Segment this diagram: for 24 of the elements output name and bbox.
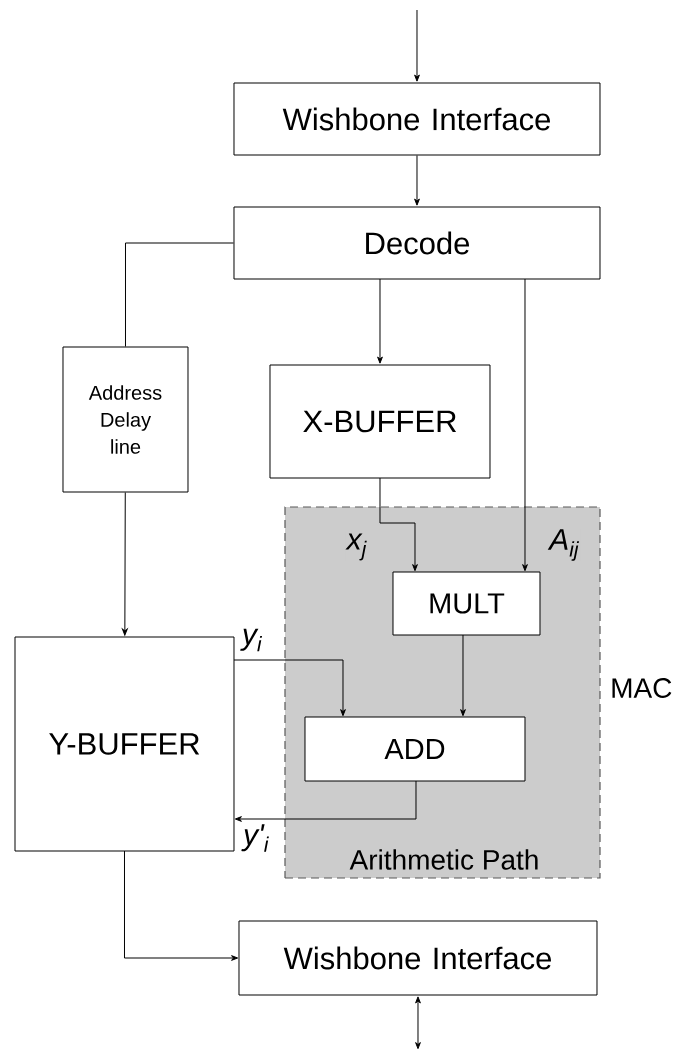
arrow: [233, 659, 346, 717]
arrow: [414, 9, 420, 82]
arrow: [379, 477, 418, 572]
edge-label: y$_{i}$: [240, 628, 263, 652]
region-title: Arithmetic Path: [349, 849, 538, 870]
edge-label: x$_{j}$: [345, 533, 367, 561]
arrow: [124, 850, 239, 961]
arrow: [414, 155, 420, 206]
arrow: [522, 278, 528, 572]
decode-box: Decode: [233, 206, 601, 280]
multiplier-box: MULT: [392, 571, 541, 636]
arrow: [415, 996, 421, 1050]
edge-label: A$_{ij}$: [547, 529, 579, 561]
arrow: [234, 780, 417, 822]
arrow: [122, 492, 128, 636]
buffer-box: Y-BUFFER: [14, 636, 235, 852]
arrow: [460, 634, 466, 717]
buffer-box: X-BUFFER: [269, 364, 491, 479]
edge-label: y'$_{i}$: [241, 824, 269, 852]
arrow: [377, 278, 383, 364]
interface-box: Wishbone Interface: [238, 920, 598, 996]
interface-box: Wishbone Interface: [233, 82, 601, 156]
adder-box: ADD: [304, 716, 526, 782]
region-label: MAC: [612, 678, 672, 698]
